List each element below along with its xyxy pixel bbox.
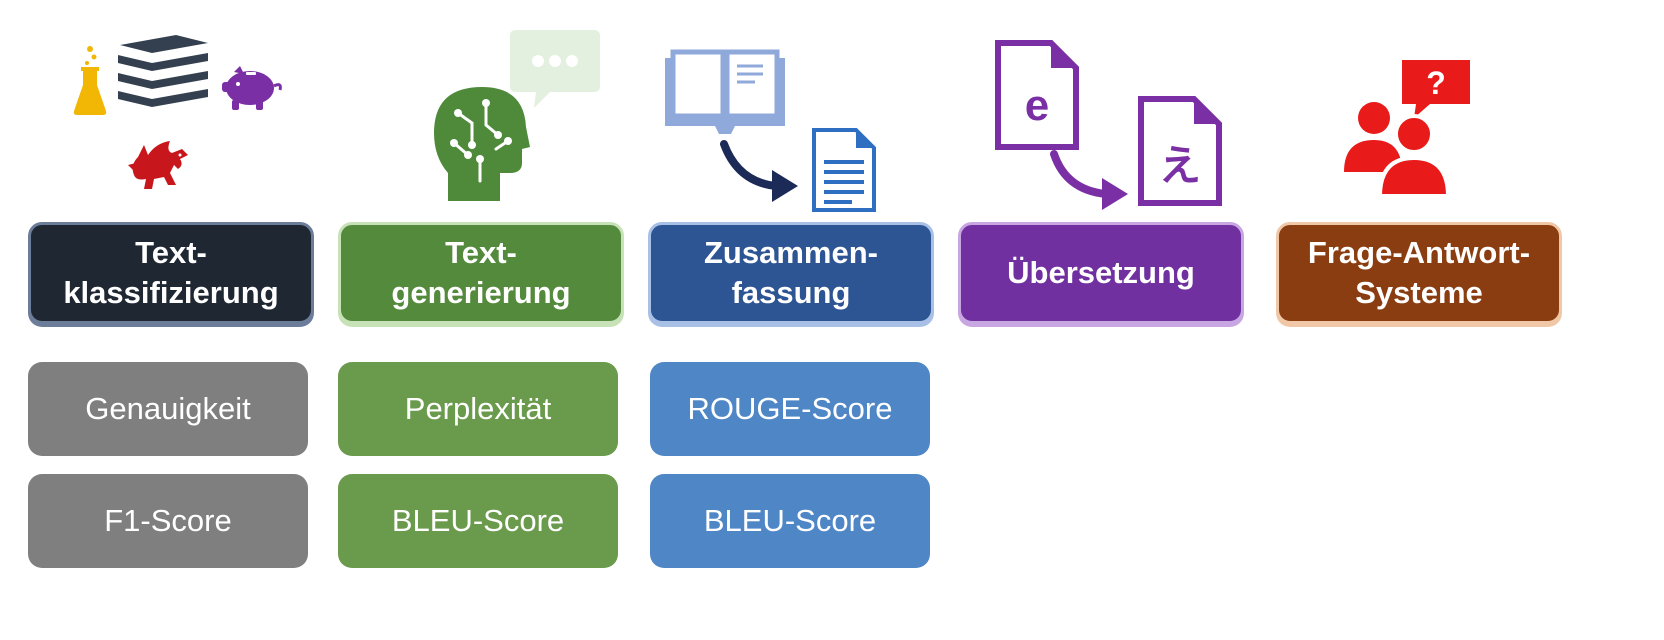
task-text-classification: Text-klassifizierung <box>28 222 314 324</box>
task-summarization: Zusammen-fassung <box>648 222 934 324</box>
task-label-line2: generierung <box>391 275 571 310</box>
task-label-line2: klassifizierung <box>63 275 279 310</box>
metric-label: Perplexität <box>404 391 552 426</box>
file-translated-icon: え <box>1138 96 1222 206</box>
metric-f1-score: F1-Score <box>28 474 308 568</box>
task-label-line1: Text- <box>135 235 207 270</box>
task-label-line2: fassung <box>731 275 851 310</box>
books-icon <box>118 35 208 107</box>
file-e-icon: e <box>995 40 1079 150</box>
metric-bleu-score: BLEU-Score <box>650 474 930 568</box>
brain-head-icon <box>434 87 530 201</box>
task-label-line1: Übersetzung <box>1007 255 1195 290</box>
metric-label: Genauigkeit <box>85 391 251 426</box>
task-label-line2: Systeme <box>1355 275 1483 310</box>
metric-accuracy: Genauigkeit <box>28 362 308 456</box>
task-label-line1: Frage-Antwort- <box>1307 235 1531 270</box>
arrow-icon <box>1050 150 1128 210</box>
question-mark: ? <box>1426 65 1446 101</box>
metric-bleu-score: BLEU-Score <box>338 474 618 568</box>
metric-label: BLEU-Score <box>391 503 565 538</box>
open-book-icon <box>665 49 785 134</box>
dragon-icon <box>128 141 188 189</box>
file-translated-letter: え <box>1159 141 1201 190</box>
piggy-bank-icon <box>222 66 282 110</box>
task-label-line1: Text- <box>445 235 517 270</box>
flask-icon <box>73 46 107 115</box>
task-text-generation: Text-generierung <box>338 222 624 324</box>
people-icon <box>1344 102 1451 198</box>
arrow-icon <box>720 140 798 202</box>
metric-label: ROUGE-Score <box>687 391 893 426</box>
speech-bubble-icon <box>510 30 600 108</box>
task-label-line1: Zusammen- <box>704 235 878 270</box>
question-bubble-icon: ? <box>1402 60 1470 118</box>
metric-label: F1-Score <box>104 503 232 538</box>
file-e-letter: e <box>1025 81 1049 130</box>
metric-rouge-score: ROUGE-Score <box>650 362 930 456</box>
task-question-answering: Frage-Antwort- Systeme <box>1276 222 1562 324</box>
metric-label: BLEU-Score <box>703 503 877 538</box>
metric-perplexity: Perplexität <box>338 362 618 456</box>
task-translation: Übersetzung <box>958 222 1244 324</box>
document-icon <box>812 128 876 212</box>
